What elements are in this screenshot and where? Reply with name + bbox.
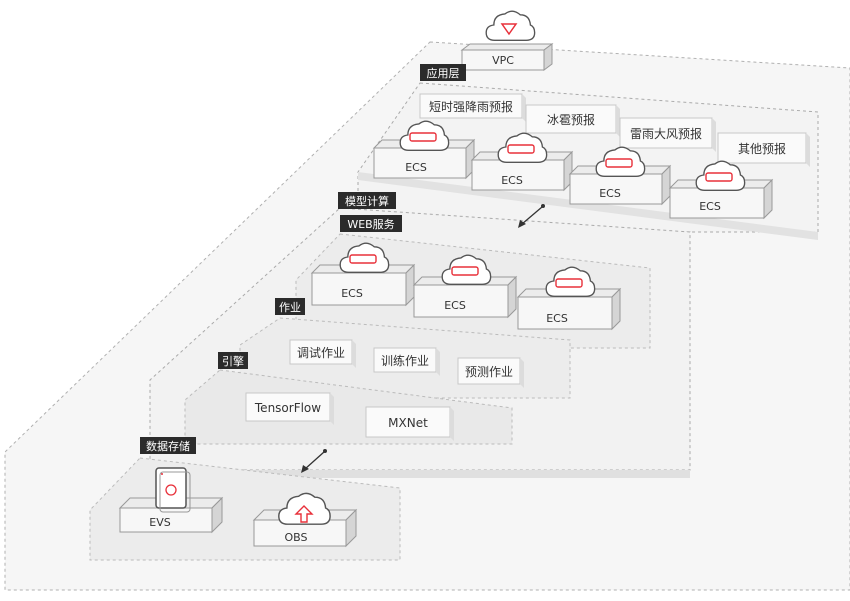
vpc-box: VPC (460, 10, 554, 71)
svg-text:ECS: ECS (546, 312, 568, 325)
engine-tensorflow: TensorFlow (245, 392, 334, 425)
app-ecs-3: ECS (568, 146, 672, 206)
svg-text:雷雨大风预报: 雷雨大风预报 (630, 126, 702, 141)
app-ecs-4: ECS (668, 160, 774, 220)
tag-engine: 引擎 (218, 352, 248, 369)
job-predict: 预测作业 (457, 357, 524, 388)
web-ecs-2: ECS (412, 254, 518, 319)
svg-text:数据存储: 数据存储 (146, 439, 190, 453)
tag-web: WEB服务 (340, 215, 402, 232)
disk-volume-icon (155, 467, 191, 513)
arrow-app-to-model (518, 204, 545, 228)
app-ecs-1: ECS (372, 120, 476, 180)
svg-text:应用层: 应用层 (427, 66, 460, 80)
svg-text:ECS: ECS (599, 187, 621, 200)
tag-app: 应用层 (420, 64, 466, 81)
svg-text:模型计算: 模型计算 (345, 194, 389, 208)
storage-evs: EVS (118, 467, 224, 534)
forecast-4: 其他预报 (717, 132, 810, 167)
svg-text:训练作业: 训练作业 (381, 353, 429, 368)
tag-model: 模型计算 (338, 192, 396, 209)
svg-text:ECS: ECS (444, 299, 466, 312)
svg-text:ECS: ECS (405, 161, 427, 174)
storage-obs: OBS (252, 492, 358, 548)
svg-text:OBS: OBS (285, 531, 308, 544)
svg-text:预测作业: 预测作业 (465, 365, 513, 379)
job-debug: 调试作业 (289, 339, 356, 368)
svg-text:ECS: ECS (501, 174, 523, 187)
svg-text:TensorFlow: TensorFlow (254, 401, 321, 415)
engine-mxnet: MXNet (365, 406, 454, 441)
job-train: 训练作业 (373, 347, 440, 376)
web-ecs-3: ECS (516, 266, 622, 331)
svg-text:短时强降雨预报: 短时强降雨预报 (429, 99, 513, 114)
svg-text:ECS: ECS (341, 287, 363, 300)
arrow-model-to-storage (301, 449, 327, 473)
forecast-1: 短时强降雨预报 (419, 93, 526, 122)
svg-text:冰雹预报: 冰雹预报 (547, 112, 595, 127)
tag-job: 作业 (275, 298, 305, 315)
svg-text:作业: 作业 (279, 301, 301, 314)
app-ecs-2: ECS (470, 132, 574, 192)
svg-text:其他预报: 其他预报 (738, 141, 786, 156)
web-ecs-1: ECS (310, 242, 416, 307)
vpc-label: VPC (492, 54, 514, 67)
svg-text:MXNet: MXNet (388, 416, 428, 430)
tag-storage: 数据存储 (140, 437, 196, 454)
svg-text:EVS: EVS (149, 516, 170, 529)
forecast-3: 雷雨大风预报 (619, 117, 716, 152)
svg-text:引擎: 引擎 (222, 354, 244, 368)
forecast-2: 冰雹预报 (525, 104, 620, 137)
svg-text:ECS: ECS (699, 200, 721, 213)
svg-text:WEB服务: WEB服务 (347, 218, 394, 231)
svg-text:调试作业: 调试作业 (297, 345, 345, 360)
cloud-vpc-icon (485, 10, 536, 41)
